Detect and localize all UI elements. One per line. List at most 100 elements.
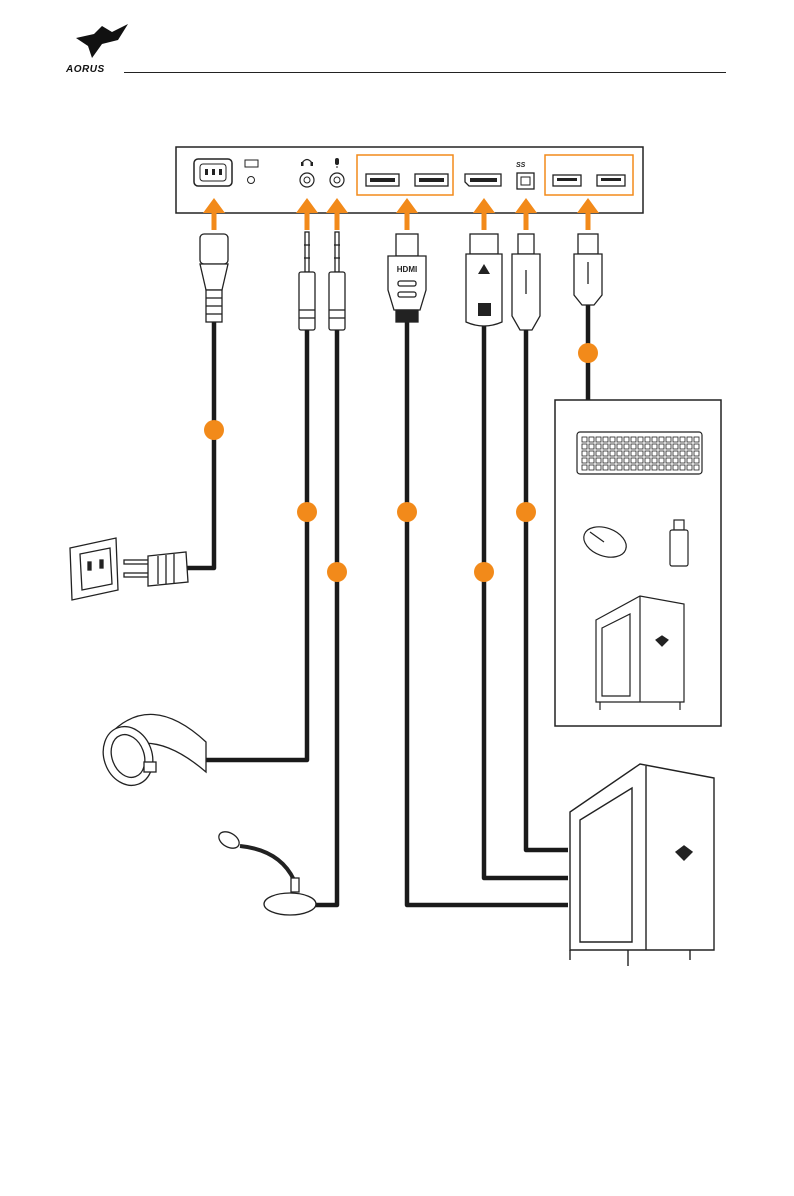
keyboard-key (596, 444, 601, 449)
cable-markers (204, 343, 598, 582)
keyboard-key (603, 458, 608, 463)
keyboard-key (694, 451, 699, 456)
keyboard-key (673, 458, 678, 463)
keyboard-key (659, 444, 664, 449)
keyboard-key (617, 465, 622, 470)
keyboard-key (638, 465, 643, 470)
keyboard-key (687, 444, 692, 449)
keyboard-key (624, 451, 629, 456)
keyboard-key (659, 465, 664, 470)
mic-plug-icon (329, 232, 345, 330)
keyboard-key (645, 444, 650, 449)
keyboard-key (694, 458, 699, 463)
keyboard-key (659, 437, 664, 442)
displayport-icon (465, 174, 501, 186)
keyboard-key (652, 451, 657, 456)
keyboard-key (652, 465, 657, 470)
hdmi-label: HDMI (397, 265, 417, 274)
keyboard-key (617, 444, 622, 449)
keyboard-key (596, 451, 601, 456)
keyboard-key (610, 444, 615, 449)
wall-plug-icon (124, 552, 188, 586)
keyboard-key (596, 465, 601, 470)
usb-b-plug-icon (512, 234, 540, 330)
keyboard-key (687, 458, 692, 463)
keyboard-key (680, 437, 685, 442)
keyboard-key (638, 437, 643, 442)
keyboard-key (687, 451, 692, 456)
keyboard-key (631, 444, 636, 449)
keyboard-key (610, 437, 615, 442)
keyboard-key (589, 444, 594, 449)
keyboard-key (645, 465, 650, 470)
keyboard-key (673, 444, 678, 449)
keyboard-key (652, 437, 657, 442)
usb-a-plug-icon (574, 234, 602, 305)
hdmi-plug-icon: HDMI (388, 234, 426, 322)
keyboard-icon (577, 432, 702, 474)
keyboard-key (666, 451, 671, 456)
keyboard-key (687, 437, 692, 442)
pc-tower-icon (570, 764, 714, 966)
keyboard-key (603, 465, 608, 470)
keyboard-key (596, 437, 601, 442)
keyboard-key (582, 444, 587, 449)
keyboard-key (603, 437, 608, 442)
keyboard-key (582, 458, 587, 463)
usb-ss-label: SS (516, 162, 526, 169)
keyboard-key (680, 458, 685, 463)
keyboard-key (666, 465, 671, 470)
keyboard-key (673, 437, 678, 442)
keyboard-key (652, 444, 657, 449)
keyboard-key (589, 437, 594, 442)
keyboard-key (631, 437, 636, 442)
keyboard-key (680, 444, 685, 449)
ac-inlet-icon (194, 159, 232, 186)
keyboard-key (659, 451, 664, 456)
keyboard-key (666, 437, 671, 442)
keyboard-key (617, 458, 622, 463)
usb-devices-box (555, 400, 721, 726)
headphones-icon (95, 714, 206, 792)
keyboard-key (603, 444, 608, 449)
keyboard-key (589, 458, 594, 463)
keyboard-key (666, 444, 671, 449)
keyboard-key (694, 444, 699, 449)
keyboard-key (631, 451, 636, 456)
keyboard-key (659, 458, 664, 463)
cables (186, 305, 588, 905)
keyboard-key (631, 458, 636, 463)
keyboard-key (680, 465, 685, 470)
keyboard-key (687, 465, 692, 470)
keyboard-key (610, 458, 615, 463)
keyboard-key (617, 451, 622, 456)
keyboard-key (638, 444, 643, 449)
keyboard-key (631, 465, 636, 470)
keyboard-key (638, 451, 643, 456)
keyboard-key (589, 451, 594, 456)
keyboard-key (673, 451, 678, 456)
keyboard-key (596, 458, 601, 463)
keyboard-key (673, 465, 678, 470)
keyboard-key (652, 458, 657, 463)
keyboard-key (610, 451, 615, 456)
microphone-icon (216, 828, 316, 915)
keyboard-key (582, 451, 587, 456)
wall-outlet-icon (70, 538, 118, 600)
keyboard-key (624, 465, 629, 470)
keyboard-key (582, 437, 587, 442)
keyboard-key (638, 458, 643, 463)
keyboard-key (666, 458, 671, 463)
keyboard-key (645, 458, 650, 463)
keyboard-key (645, 437, 650, 442)
keyboard-key (589, 465, 594, 470)
headphone-plug-icon (299, 232, 315, 330)
keyboard-key (582, 465, 587, 470)
keyboard-key (617, 437, 622, 442)
keyboard-key (694, 465, 699, 470)
keyboard-key (624, 444, 629, 449)
pc-tower-small-icon (596, 596, 684, 710)
keyboard-key (610, 465, 615, 470)
